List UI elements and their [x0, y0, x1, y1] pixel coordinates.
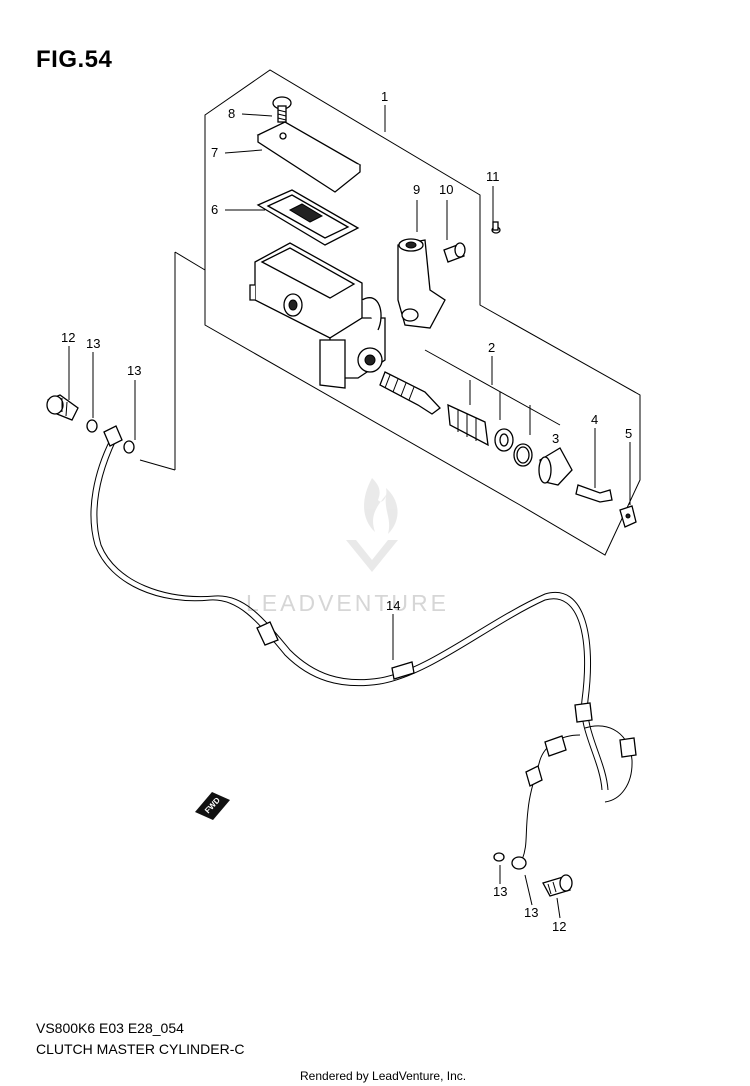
master-cylinder-body — [249, 242, 386, 389]
assembly-frame — [204, 69, 641, 556]
callout-7: 7 — [211, 145, 218, 160]
figure-title: FIG.54 — [36, 46, 113, 73]
watermark-text: LEADVENTURE — [246, 590, 449, 616]
part-2-piston-kit — [379, 371, 533, 467]
part-13-washer-4 — [511, 856, 527, 870]
callout-14: 14 — [386, 598, 400, 613]
callout-1: 1 — [381, 89, 388, 104]
callout-8: 8 — [228, 106, 235, 121]
callout-13-d: 13 — [524, 905, 538, 920]
part-10-bolt — [443, 242, 466, 263]
part-11-screw — [491, 221, 501, 234]
part-12-banjo-bolt-upper — [46, 394, 79, 421]
part-3-boot — [538, 447, 573, 486]
part-12-banjo-bolt-lower — [542, 874, 573, 897]
callout-13-a: 13 — [86, 336, 100, 351]
callout-4: 4 — [591, 412, 598, 427]
part-13-washer-1 — [86, 419, 98, 433]
rendered-by-credit: Rendered by LeadVenture, Inc. — [300, 1069, 467, 1083]
callout-12-upper: 12 — [61, 330, 75, 345]
callout-11: 11 — [486, 169, 500, 184]
callout-10: 10 — [439, 182, 453, 197]
watermark-logo — [346, 478, 398, 572]
callout-3: 3 — [552, 431, 559, 446]
callout-9: 9 — [413, 182, 420, 197]
part-7-reservoir-cap — [256, 121, 362, 193]
part-13-washer-2 — [123, 440, 135, 454]
part-14-clutch-hose — [90, 425, 637, 861]
callout-6: 6 — [211, 202, 218, 217]
forward-arrow-icon: FWD — [195, 792, 230, 820]
part-5-end-piece — [619, 505, 637, 528]
part-8-screw — [272, 96, 292, 123]
leader-lines — [68, 105, 631, 919]
callout-labels: 1 2 3 4 5 6 7 8 9 10 11 12 12 13 13 13 1… — [61, 89, 632, 934]
callout-13-c: 13 — [493, 884, 507, 899]
part-4-pushrod — [575, 484, 613, 503]
figure-code: VS800K6 E03 E28_054 — [36, 1020, 184, 1036]
callout-12-lower: 12 — [552, 919, 566, 934]
part-13-washer-3 — [493, 852, 505, 862]
callout-13-b: 13 — [127, 363, 141, 378]
part-6-diaphragm — [256, 189, 360, 246]
callout-2: 2 — [488, 340, 495, 355]
cable-bracket-line — [139, 251, 206, 471]
figure-name: CLUTCH MASTER CYLINDER-C — [36, 1041, 245, 1057]
callout-5: 5 — [625, 426, 632, 441]
part-9-bracket — [397, 238, 446, 329]
